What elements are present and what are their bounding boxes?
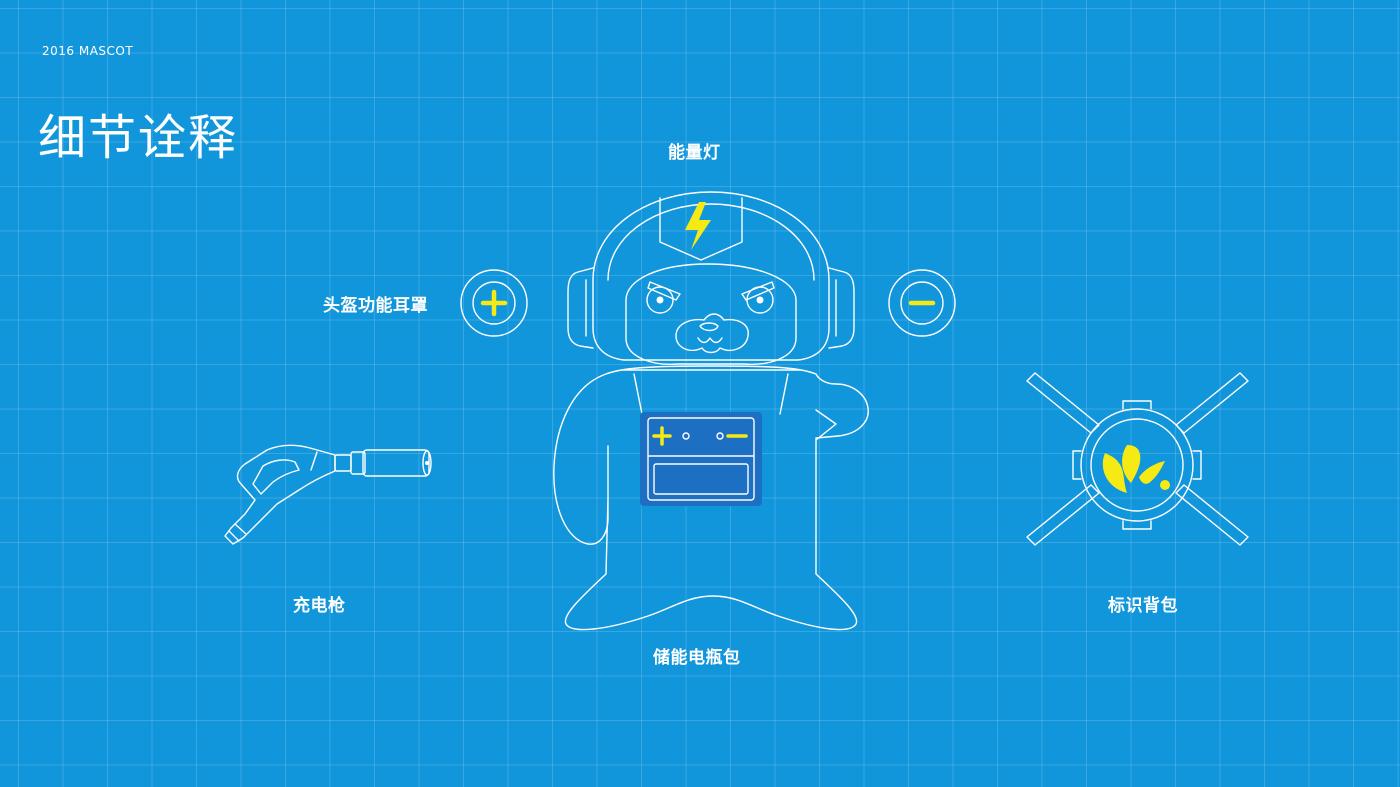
droplet-logo-icon [1026,372,1249,546]
label-charging-gun: 充电枪 [293,596,346,616]
mascot-robot-illustration [553,191,869,631]
page-title: 细节诠释 [38,110,239,166]
charging-gun-icon [224,444,432,545]
label-energy-light: 能量灯 [668,143,721,163]
label-helmet-earmuff: 头盔功能耳罩 [323,296,428,316]
minus-circle-icon [888,269,956,337]
label-battery-pack: 储能电瓶包 [653,648,741,668]
label-logo-backpack: 标识背包 [1108,596,1178,616]
plus-circle-icon [460,269,528,337]
mascot-year-tag: 2016 MASCOT [42,44,134,58]
